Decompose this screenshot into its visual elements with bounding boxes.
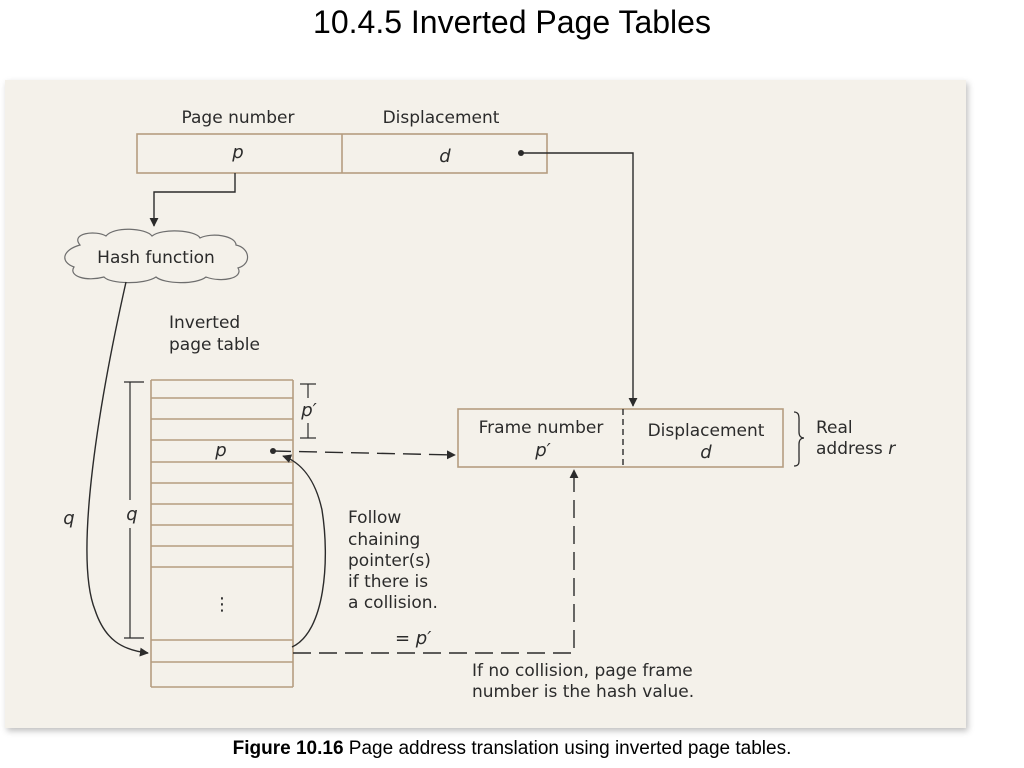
frame-number-value: p′: [534, 440, 551, 461]
p-to-hash-arrow: [149, 173, 236, 227]
table-row-lines: [151, 379, 293, 688]
p-prime-bracket: [300, 383, 316, 439]
real-address-box: [457, 408, 784, 468]
real-displacement-label: Displacement: [648, 421, 765, 441]
displacement-to-real-arrow: [521, 152, 638, 407]
hash-function-cloud: Hash function: [64, 228, 249, 284]
slide-title: 10.4.5 Inverted Page Tables: [313, 4, 711, 40]
svg-text:pointer(s): pointer(s): [348, 551, 431, 571]
hash-to-table-curve: [86, 281, 149, 657]
svg-text:chaining: chaining: [348, 530, 420, 550]
displacement-d: d: [439, 146, 451, 167]
caption-text: Page address translation using inverted …: [343, 738, 792, 759]
real-displacement-d: d: [700, 442, 712, 463]
svg-text:if there is: if there is: [348, 572, 428, 592]
hash-function-label: Hash function: [97, 248, 215, 268]
q-left-label: q: [63, 508, 74, 529]
caption-figure-number: Figure 10.16: [232, 738, 344, 759]
q-inner-label: q: [126, 504, 137, 525]
follow-chaining-note: Follow chaining pointer(s) if there is a…: [348, 508, 438, 613]
figure-caption: Figure 10.16 Page address translation us…: [0, 738, 1024, 760]
figure-panel: [5, 80, 966, 728]
virtual-address: Page number Displacement p d: [136, 108, 548, 174]
inverted-page-table: p ⋮: [150, 379, 294, 688]
svg-text:number is the hash value.: number is the hash value.: [472, 682, 694, 702]
svg-text:If no collision, page frame: If no collision, page frame: [472, 661, 693, 681]
table-ellipsis: ⋮: [213, 594, 231, 615]
svg-text:a collision.: a collision.: [348, 593, 438, 613]
real-address-brace: [793, 411, 805, 467]
no-collision-note: If no collision, page frame number is th…: [472, 661, 694, 702]
chaining-pointer-curve: [282, 454, 326, 648]
page-number-label: Page number: [182, 108, 295, 128]
q-bracket: [124, 381, 144, 639]
real-address-label-2: address r: [816, 439, 896, 459]
inverted-table-label-1: Inverted: [169, 313, 240, 333]
page-number-p: p: [231, 142, 243, 163]
real-address: Frame number p′ Displacement d: [457, 408, 784, 468]
entry-to-frame-arrow: [272, 450, 456, 460]
displacement-label-top: Displacement: [383, 108, 500, 128]
inverted-table-label-2: page table: [169, 335, 260, 355]
no-collision-arrow: [293, 469, 579, 654]
frame-number-label: Frame number: [479, 418, 604, 438]
equals-p-prime: = p′: [395, 628, 431, 649]
svg-text:Follow: Follow: [348, 508, 401, 528]
table-entry-p: p: [214, 440, 226, 461]
p-prime-label: p′: [300, 400, 317, 421]
real-address-label-1: Real: [816, 418, 853, 438]
